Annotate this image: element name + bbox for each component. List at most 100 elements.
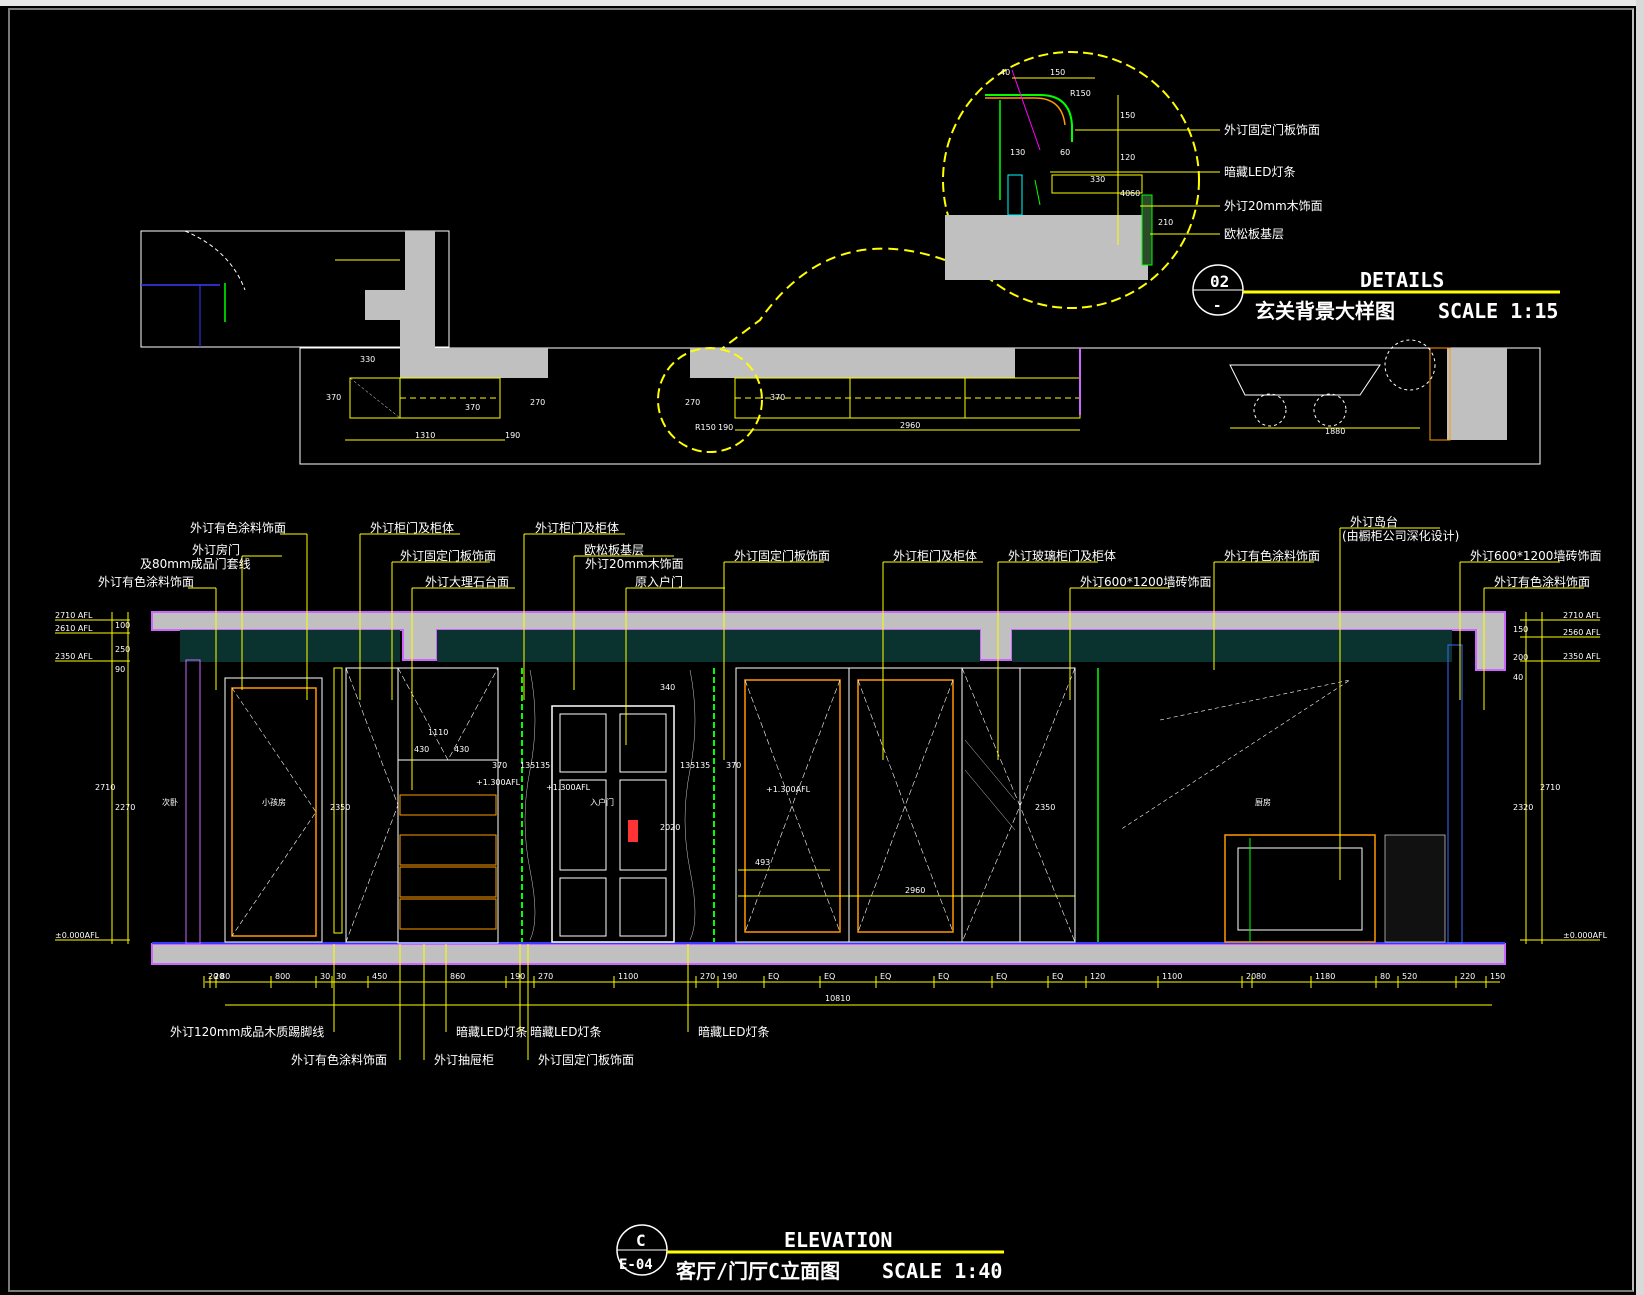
room-label: 次卧	[162, 797, 178, 807]
details-name: 玄关背景大样图	[1255, 299, 1395, 323]
plan-dim: 190	[718, 423, 733, 432]
detail-dimensions: 40 150 R150 150 130 60 120 330 40 60 210	[1000, 68, 1173, 245]
detail-dim-text: 40	[1000, 68, 1010, 77]
plan-dim: 2960	[900, 421, 920, 430]
viewport-frame	[8, 8, 1634, 1292]
plan-dimensions: 330 370 370 270 1310 190 R150 270 190 37…	[326, 355, 1420, 441]
elevation-mark: +1.300AFL	[766, 785, 811, 794]
detail-dim-text: 210	[1158, 218, 1173, 227]
bottom-dim: 1180	[1315, 972, 1335, 981]
bottom-dim: 30	[320, 972, 330, 981]
bottom-dim: 190	[722, 972, 737, 981]
bottom-dim: 1100	[1162, 972, 1182, 981]
bottom-callout-label: 暗藏LED灯条	[698, 1024, 770, 1039]
plan-dim: 370	[326, 393, 341, 402]
top-callout-label: 欧松板基层	[584, 543, 644, 557]
level-label: ±0.000AFL	[1563, 931, 1608, 940]
detail-callout-leaders: 外订固定门板饰面 暗藏LED灯条 外订20mm木饰面 欧松板基层	[1050, 122, 1323, 241]
detail-dim-text: 130	[1010, 148, 1025, 157]
plan-dim: 190	[505, 431, 520, 440]
plan-dim: 370	[465, 403, 480, 412]
top-callout-label: 外订柜门及柜体	[535, 520, 619, 535]
top-callouts: 外订有色涂料饰面外订房门及80mm成品门套线外订有色涂料饰面外订柜门及柜体外订固…	[98, 514, 1601, 880]
plan-dim: 330	[360, 355, 375, 364]
plan-dim: 270	[685, 398, 700, 407]
detail-dim-text: 120	[1120, 153, 1135, 162]
right-dim: 40	[1513, 673, 1523, 682]
top-callout-label: 外订有色涂料饰面	[98, 574, 194, 589]
inner-dim: 430	[414, 745, 429, 754]
detail-callout-label: 暗藏LED灯条	[1224, 164, 1296, 179]
top-callout-label: (由橱柜公司深化设计)	[1342, 529, 1459, 543]
detail-dim-text: 330	[1090, 175, 1105, 184]
elevation-title-block: C E-04 ELEVATION 客厅/门厅C立面图 SCALE 1:40	[616, 1224, 1004, 1283]
elevation-number: C	[636, 1231, 646, 1250]
bottom-dim: 270	[700, 972, 715, 981]
elevation-name: 客厅/门厅C立面图	[675, 1259, 840, 1283]
details-heading: DETAILS	[1360, 268, 1444, 292]
level-label: 2610 AFL	[55, 624, 93, 633]
bottom-dim: EQ	[880, 972, 891, 981]
room-label: 厨房	[1255, 797, 1271, 807]
plan-dim: R150	[695, 423, 716, 432]
right-level-markers: 2710 AFL 2560 AFL 2350 AFL ±0.000AFL 150…	[1513, 611, 1608, 944]
left-dim: 250	[115, 645, 130, 654]
top-callout-label: 外订大理石台面	[425, 574, 509, 589]
detail-dim-text: 40	[1120, 189, 1130, 198]
inner-dim: 370	[726, 761, 741, 770]
bottom-callout-label: 外订有色涂料饰面	[291, 1052, 387, 1067]
elevation-mark: +1.300AFL	[546, 783, 591, 792]
inner-dim: 493	[755, 858, 770, 867]
left-dim: 90	[115, 665, 125, 674]
inner-dim: 2350	[1035, 803, 1055, 812]
inner-dim: 430	[454, 745, 469, 754]
bottom-callout-label: 暗藏LED灯条	[456, 1024, 528, 1039]
top-callout-label: 外订有色涂料饰面	[1494, 574, 1590, 589]
bottom-dim: 520	[1402, 972, 1417, 981]
right-dim: 150	[1513, 625, 1528, 634]
top-callout-label: 外订固定门板饰面	[400, 548, 496, 563]
top-callout-label: 外订柜门及柜体	[893, 548, 977, 563]
top-callout-label: 外订固定门板饰面	[734, 548, 830, 563]
inner-dim: 135	[520, 761, 535, 770]
top-callout-label: 外订岛台	[1350, 514, 1398, 529]
elevation-sheet: E-04	[619, 1257, 653, 1273]
bottom-callout-label: 外订抽屉柜	[434, 1053, 494, 1067]
level-label: 2350 AFL	[1563, 652, 1601, 661]
bottom-dim: 860	[450, 972, 465, 981]
window-top-bar	[0, 0, 1644, 6]
top-callout-label: 外订房门	[192, 542, 240, 557]
right-dim: 2710	[1540, 783, 1560, 792]
plan-dim: 270	[530, 398, 545, 407]
left-dim: 2270	[115, 803, 135, 812]
room-labels: 次卧 小孩房 入户门 厨房	[162, 797, 1271, 807]
bottom-callout-label: 暗藏LED灯条	[530, 1024, 602, 1039]
bottom-dim: 20	[214, 972, 224, 981]
detail-callout-label: 外订20mm木饰面	[1224, 199, 1323, 213]
right-dim: 2320	[1513, 803, 1533, 812]
room-label: 入户门	[590, 797, 614, 807]
bottom-dim: 120	[1090, 972, 1105, 981]
bottom-dim: 80	[1256, 972, 1266, 981]
detail-leader-arc	[699, 247, 946, 366]
inner-dim: 1110	[428, 728, 448, 737]
inner-dim: 370	[492, 761, 507, 770]
bottom-dim: EQ	[938, 972, 949, 981]
details-number: 02	[1210, 272, 1229, 291]
bottom-dim: 450	[372, 972, 387, 981]
top-callout-label: 外订20mm木饰面	[585, 557, 684, 571]
plan-view	[140, 230, 1541, 465]
bottom-dim: 80	[1380, 972, 1390, 981]
elevation-marks: +1.300AFL +1.300AFL +1.300AFL	[476, 778, 811, 794]
top-callout-label: 外订有色涂料饰面	[1224, 548, 1320, 563]
overall-dim: 10810	[825, 994, 850, 1003]
detail-dim-text: 150	[1120, 111, 1135, 120]
inner-dim: 2960	[905, 886, 925, 895]
level-label: 2560 AFL	[1563, 628, 1601, 637]
inner-dim: 135	[535, 761, 550, 770]
bottom-dim: EQ	[1052, 972, 1063, 981]
bottom-dim: 190	[510, 972, 525, 981]
inner-dim: 135	[680, 761, 695, 770]
